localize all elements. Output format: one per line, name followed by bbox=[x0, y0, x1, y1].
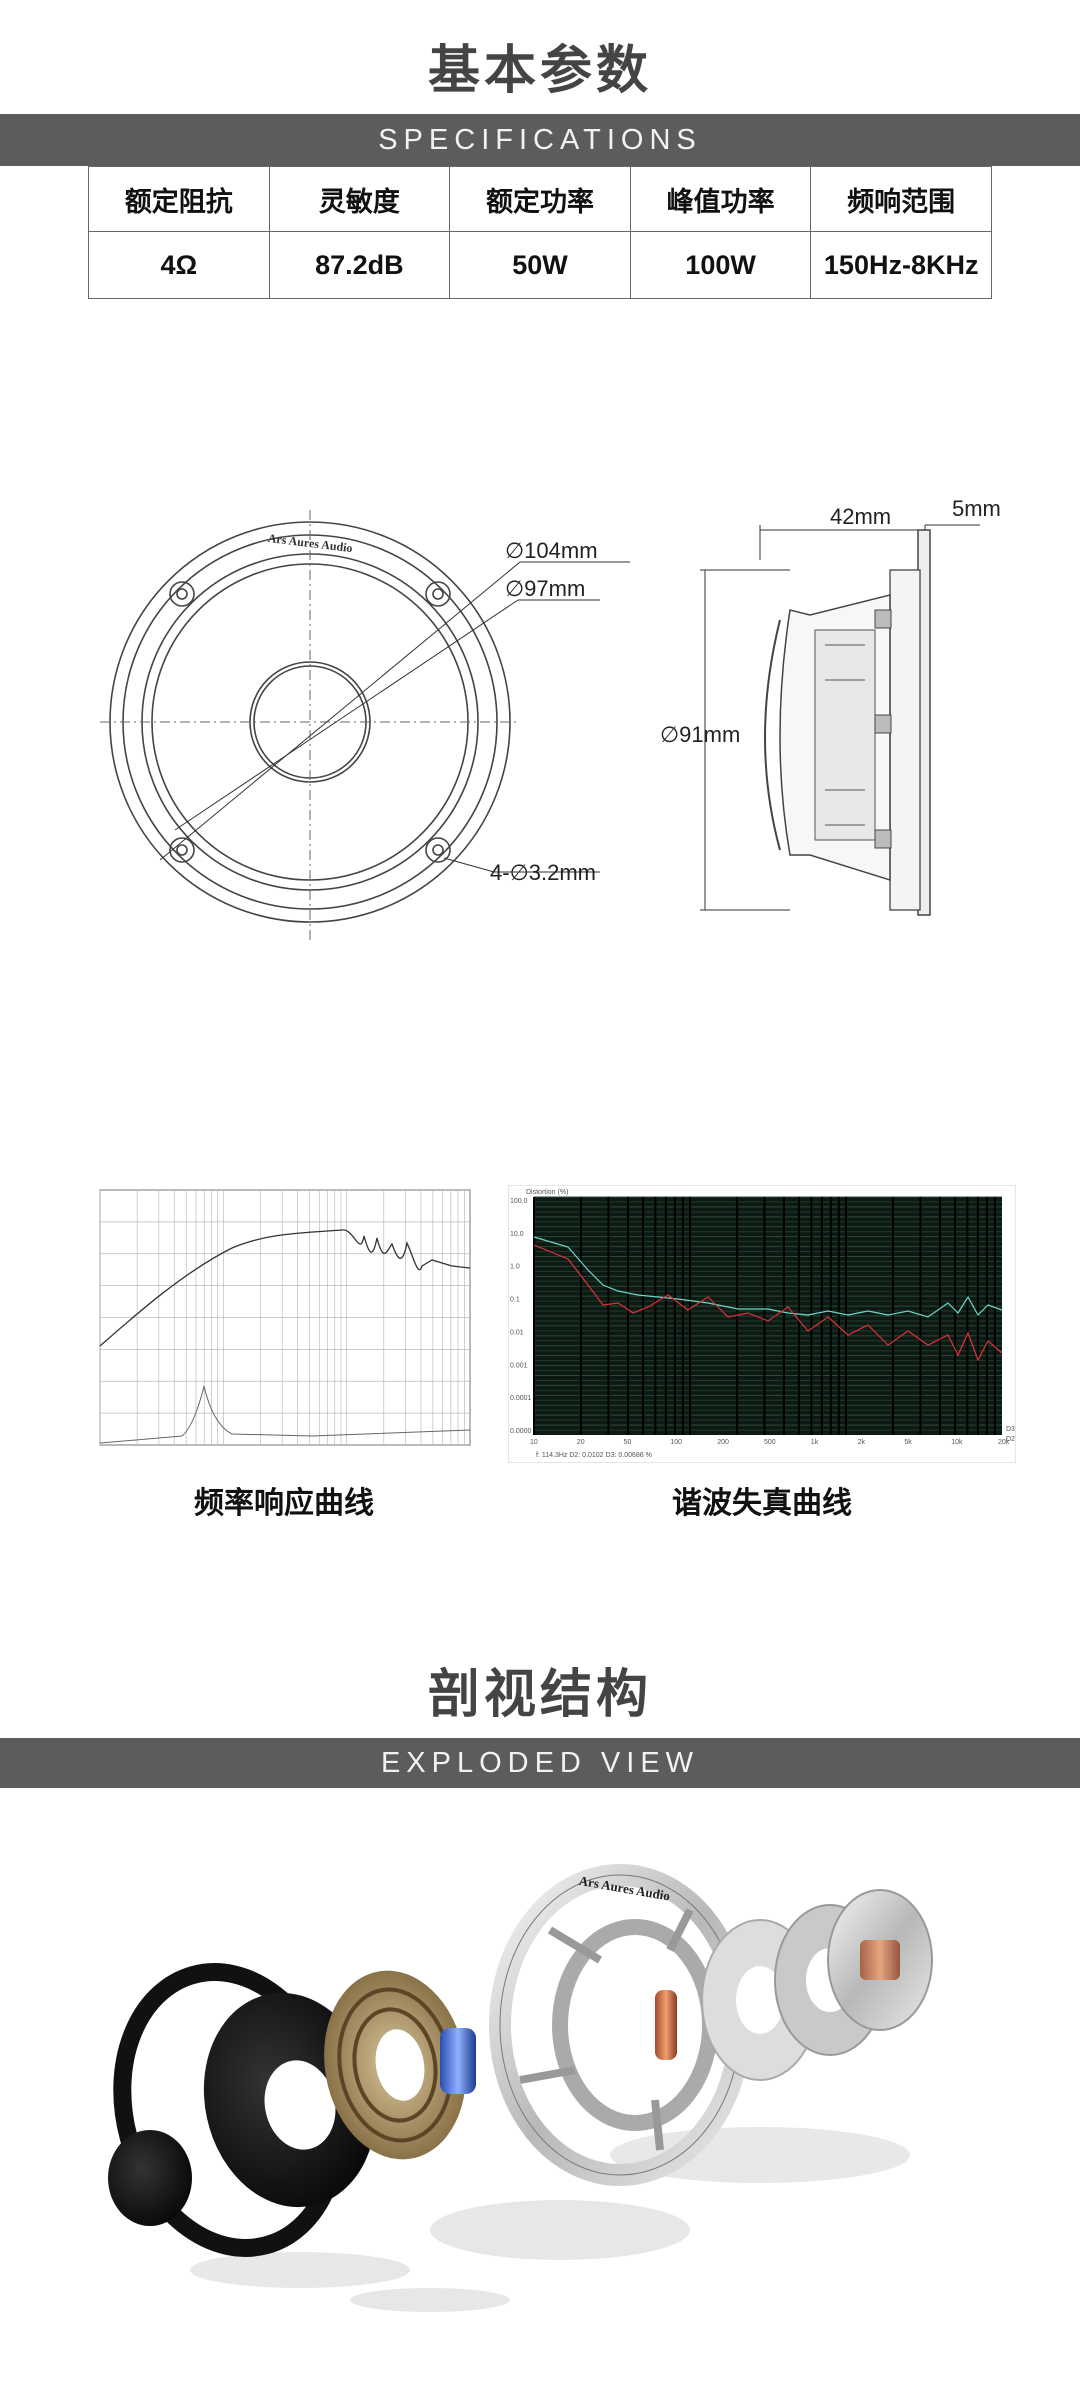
distortion-x-tick: 50 bbox=[624, 1439, 632, 1446]
frequency-response-chart bbox=[99, 1189, 471, 1446]
dim-body-diameter: ∅91mm bbox=[660, 722, 740, 747]
distortion-x-tick: 500 bbox=[764, 1439, 776, 1446]
dim-depth: 42mm bbox=[830, 504, 891, 529]
specs-header-row: 额定阻抗 灵敏度 额定功率 峰值功率 频响范围 bbox=[88, 166, 992, 232]
dim-inner-diameter: ∅97mm bbox=[505, 576, 585, 601]
distortion-x-tick: 10k bbox=[951, 1439, 963, 1446]
spider bbox=[324, 1970, 466, 2160]
distortion-y-tick: 0.01 bbox=[510, 1329, 524, 1336]
distortion-y-tick: 100.0 bbox=[510, 1198, 528, 1205]
speaker-front-drawing: ∅104mm ∅97mm 4-∅3.2mm Ars Aures Audio bbox=[100, 510, 630, 940]
distortion-y-tick: 10.0 bbox=[510, 1231, 524, 1238]
spec-value-rated-power: 50W bbox=[449, 231, 631, 299]
distortion-chart-title: Distortion (%) bbox=[526, 1189, 568, 1196]
spec-value-peak-power: 100W bbox=[629, 231, 812, 299]
impedance-curve bbox=[99, 1385, 471, 1444]
distortion-x-tick: 5k bbox=[904, 1439, 912, 1446]
distortion-d2-curve bbox=[533, 1236, 1003, 1318]
specs-table: 额定阻抗 灵敏度 额定功率 峰值功率 频响范围 4Ω 87.2dB 50W 10… bbox=[88, 166, 992, 299]
distortion-y-tick: 0.1 bbox=[510, 1297, 520, 1304]
dim-flange: 5mm bbox=[952, 496, 1001, 521]
distortion-y-tick: 0.0000 bbox=[510, 1428, 532, 1435]
distortion-x-tick: 1k bbox=[811, 1439, 819, 1446]
distortion-x-tick: 2k bbox=[858, 1439, 866, 1446]
specs-value-row: 4Ω 87.2dB 50W 100W 150Hz-8KHz bbox=[88, 231, 992, 299]
dust-cap bbox=[108, 2130, 192, 2226]
distortion-y-tick: 1.0 bbox=[510, 1264, 520, 1271]
distortion-chart-footer: f: 114.3Hz D2: 0.0102 D3: 0.00686 % bbox=[536, 1452, 652, 1459]
distortion-x-tick: 20 bbox=[577, 1439, 585, 1446]
dim-mount-holes: 4-∅3.2mm bbox=[490, 860, 596, 885]
spec-header-rated-power: 额定功率 bbox=[449, 166, 631, 232]
caption-frequency-response: 频率响应曲线 bbox=[194, 1486, 374, 1521]
spec-value-impedance: 4Ω bbox=[88, 231, 270, 299]
distortion-chart: Distortion (%) 100.0 10.0 1.0 0.1 0.01 0.001 0… bbox=[508, 1185, 1016, 1463]
distortion-x-tick: 100 bbox=[670, 1439, 682, 1446]
distortion-x-tick: 200 bbox=[717, 1439, 729, 1446]
dim-outer-diameter: ∅104mm bbox=[505, 538, 598, 563]
voice-coil bbox=[440, 2028, 476, 2094]
speaker-side-drawing: 42mm 5mm ∅91mm bbox=[660, 496, 1001, 916]
exploded-view-illustration: Ars Aures Audio bbox=[108, 1864, 933, 2312]
spec-value-sensitivity: 87.2dB bbox=[268, 231, 451, 299]
spec-value-frequency-range: 150Hz-8KHz bbox=[810, 231, 992, 299]
caption-distortion: 谐波失真曲线 bbox=[672, 1486, 852, 1521]
exploded-title: 剖视结构 bbox=[427, 1665, 652, 1725]
specs-title: 基本参数 bbox=[427, 41, 652, 101]
exploded-band: EXPLODED VIEW bbox=[0, 1738, 1080, 1788]
distortion-x-tick: 10 bbox=[530, 1439, 538, 1446]
spec-header-impedance: 额定阻抗 bbox=[88, 166, 270, 232]
distortion-y-tick: 0.0001 bbox=[510, 1395, 532, 1402]
spec-header-sensitivity: 灵敏度 bbox=[268, 166, 451, 232]
freq-response-curve bbox=[99, 1229, 471, 1347]
distortion-d3-curve bbox=[533, 1244, 1003, 1362]
spec-header-frequency-range: 频响范围 bbox=[810, 166, 992, 232]
distortion-x-tick: 20k bbox=[998, 1439, 1010, 1446]
specs-band: SPECIFICATIONS bbox=[0, 114, 1080, 166]
distortion-y-tick: 0.001 bbox=[510, 1362, 528, 1369]
distortion-legend-d3: D3 bbox=[1006, 1426, 1015, 1433]
spec-header-peak-power: 峰值功率 bbox=[629, 166, 812, 232]
distortion-legend-d2: D2 bbox=[1006, 1436, 1015, 1443]
back-plate bbox=[827, 1889, 933, 2031]
